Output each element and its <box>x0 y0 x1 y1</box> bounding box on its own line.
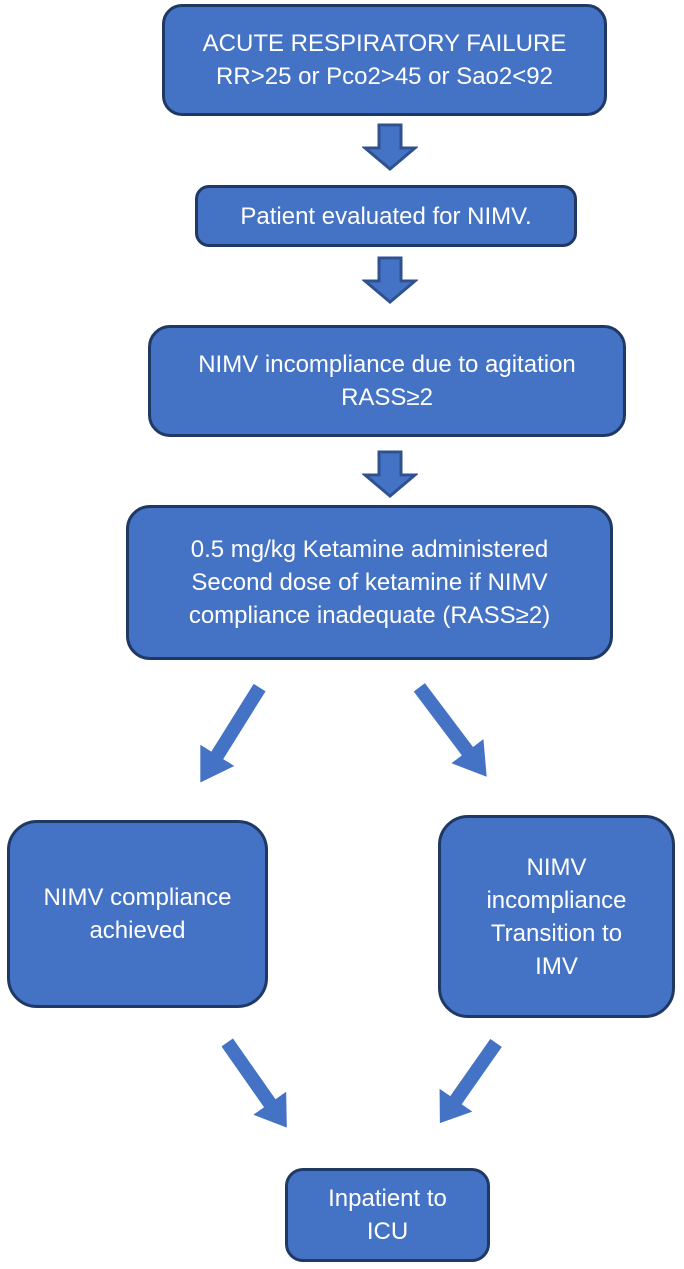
node-text-line: IMV <box>535 952 578 980</box>
node-text-line: Second dose of ketamine if NIMV <box>191 569 548 596</box>
node-text-line: ACUTE RESPIRATORY FAILURE <box>202 30 567 57</box>
diagonal-arrow-down-right-icon <box>402 674 505 790</box>
node-nimv-compliance-achieved: NIMV compliance achieved <box>7 820 268 1008</box>
node-text-line: Patient evaluated for NIMV. <box>240 202 532 230</box>
node-text-line: compliance inadequate (RASS≥2) <box>188 602 551 629</box>
node-text-line: RASS≥2 <box>341 384 433 411</box>
node-text-line: RR>25 or Pco2>45 or Sao2<92 <box>216 63 553 90</box>
down-arrow-icon <box>362 123 418 171</box>
diagonal-arrow-down-right-icon <box>209 1030 305 1140</box>
node-text-line: Inpatient to <box>328 1185 447 1212</box>
down-arrow-icon <box>362 256 418 304</box>
node-nimv-incompliance-agitation: NIMV incompliance due to agitation RASS≥… <box>148 325 626 437</box>
node-ketamine-administered: 0.5 mg/kg Ketamine administered Second d… <box>126 505 613 660</box>
node-text-line: NIMV <box>526 853 587 881</box>
node-text-line: Transition to <box>490 919 623 947</box>
node-nimv-incompliance-transition-imv: NIMV incompliance Transition to IMV <box>438 815 675 1018</box>
down-arrow-icon <box>362 450 418 498</box>
node-acute-respiratory-failure: ACUTE RESPIRATORY FAILURE RR>25 or Pco2>… <box>162 4 607 116</box>
node-text-line: achieved <box>89 917 186 944</box>
node-inpatient-icu: Inpatient to ICU <box>285 1168 490 1262</box>
diagonal-arrow-down-left-icon <box>422 1030 514 1136</box>
node-text-line: 0.5 mg/kg Ketamine administered <box>190 536 549 563</box>
node-text-line: ICU <box>366 1218 409 1245</box>
node-text-line: incompliance <box>486 886 627 914</box>
node-text-line: NIMV incompliance due to agitation <box>198 351 576 378</box>
node-patient-evaluated: Patient evaluated for NIMV. <box>195 185 577 247</box>
diagonal-arrow-down-left-icon <box>182 676 279 794</box>
node-text-line: NIMV compliance <box>43 884 232 911</box>
